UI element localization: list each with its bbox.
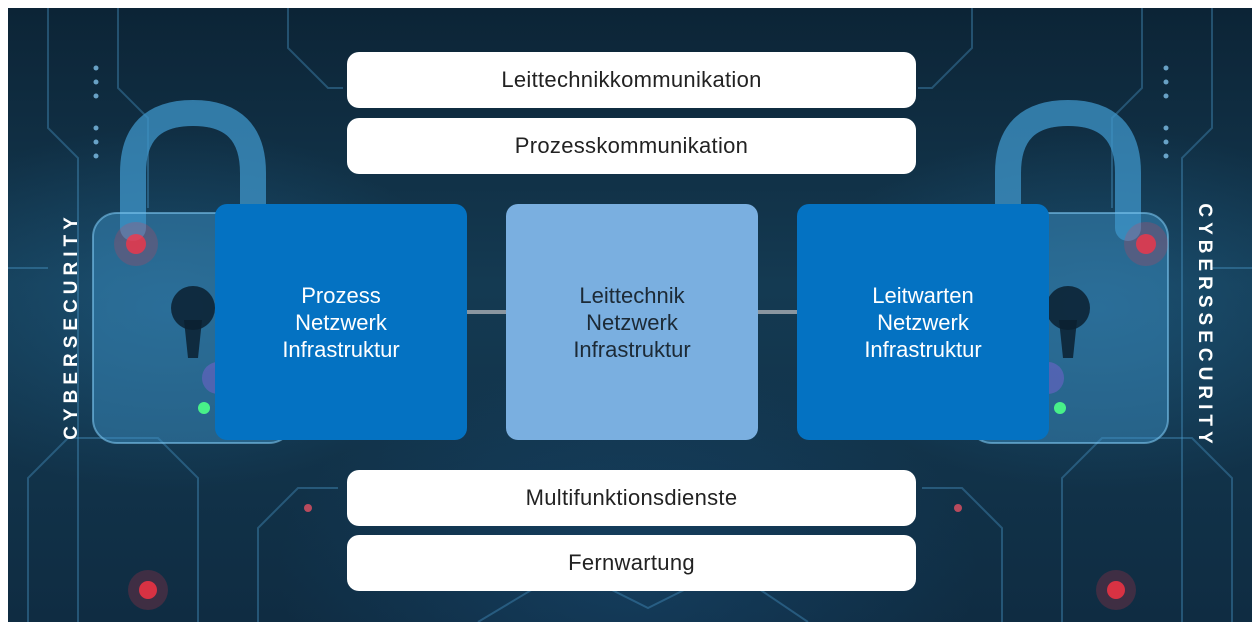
box-label-line: Prozess — [301, 282, 381, 308]
box-label-line: Netzwerk — [586, 309, 678, 335]
diagram-canvas: Leittechnikkommunikation Prozesskommunik… — [8, 8, 1252, 622]
side-label-left: CYBERSECURITY — [61, 212, 82, 440]
side-label-right: CYBERSSECURITY — [1194, 203, 1215, 449]
connector-line — [758, 310, 797, 314]
layer-leittechnikkommunikation: Leittechnikkommunikation — [347, 52, 916, 108]
box-label-line: Leittechnik — [579, 282, 685, 308]
box-prozess-netzwerk: Prozess Netzwerk Infrastruktur — [215, 204, 467, 440]
box-label-line: Netzwerk — [295, 309, 387, 335]
box-leittechnik-netzwerk: Leittechnik Netzwerk Infrastruktur — [506, 204, 758, 440]
box-label-line: Infrastruktur — [864, 336, 982, 362]
box-label-line: Infrastruktur — [573, 336, 691, 362]
layer-prozesskommunikation: Prozesskommunikation — [347, 118, 916, 174]
box-label-line: Netzwerk — [877, 309, 969, 335]
box-label-line: Leitwarten — [872, 282, 974, 308]
box-leitwarten-netzwerk: Leitwarten Netzwerk Infrastruktur — [797, 204, 1049, 440]
connector-line — [467, 310, 506, 314]
box-label-line: Infrastruktur — [282, 336, 400, 362]
layer-fernwartung: Fernwartung — [347, 535, 916, 591]
layer-multifunktionsdienste: Multifunktionsdienste — [347, 470, 916, 526]
